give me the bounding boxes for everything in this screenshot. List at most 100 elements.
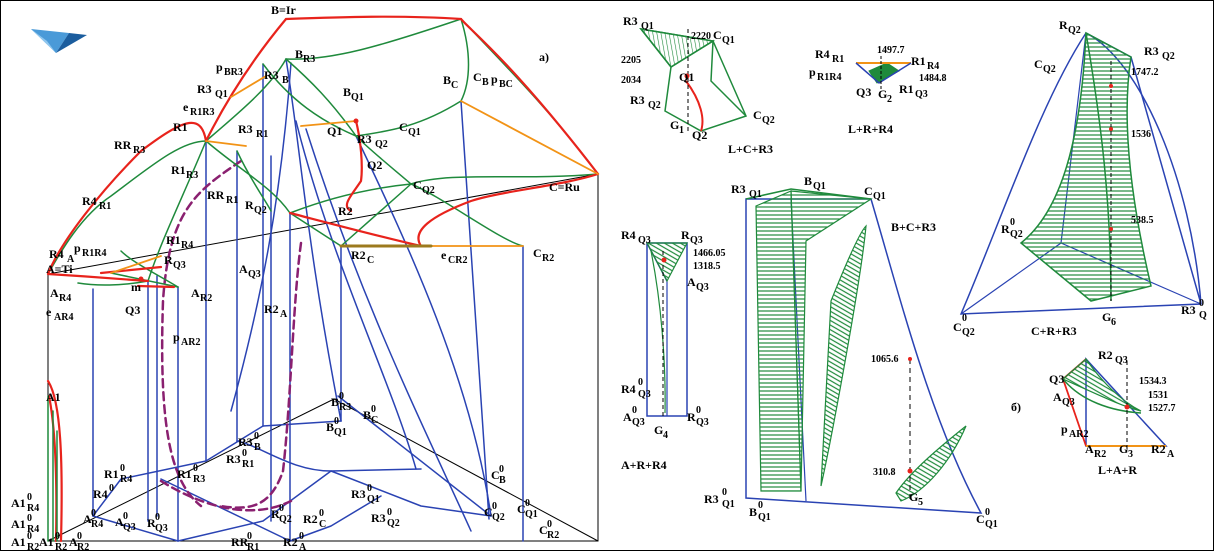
svg-text:R3: R3 [623,14,638,28]
svg-text:R: R [1059,18,1068,32]
svg-text:0: 0 [91,508,96,519]
svg-text:Q3: Q3 [1062,397,1075,408]
svg-text:B: B [295,47,303,61]
svg-text:R3: R3 [238,122,253,136]
svg-text:R3: R3 [226,452,241,466]
svg-text:Q1: Q1 [813,181,826,192]
svg-text:1497.7: 1497.7 [877,45,905,56]
svg-text:G: G [654,423,663,437]
svg-text:R1: R1 [104,467,119,481]
svg-text:B: B [331,395,339,409]
panel-label-a: a) [539,50,549,64]
svg-text:1531: 1531 [1148,390,1168,401]
svg-text:310.8: 310.8 [873,467,896,478]
svg-text:Q3: Q3 [696,282,709,293]
svg-text:Q2: Q2 [279,514,292,525]
svg-text:0: 0 [27,513,32,524]
svg-text:2205: 2205 [621,55,641,66]
svg-text:C: C [517,502,526,516]
svg-text:1484.8: 1484.8 [919,73,947,84]
svg-text:RR: RR [231,535,249,549]
main-prism [46,15,600,543]
svg-text:A: A [67,254,75,265]
svg-text:0: 0 [758,500,763,511]
svg-text:0: 0 [722,487,727,498]
svg-text:R2: R2 [77,542,89,550]
svg-text:R4: R4 [93,487,108,501]
svg-text:R3: R3 [186,170,198,181]
svg-text:0: 0 [77,531,82,542]
svg-text:1747.2: 1747.2 [1131,67,1159,78]
svg-text:0: 0 [27,492,32,503]
svg-text:R3: R3 [371,511,386,525]
svg-text:Q2: Q2 [422,185,435,196]
caption-lrr4: L+R+R4 [848,122,893,136]
svg-text:R4: R4 [27,524,39,535]
svg-text:R3: R3 [630,93,645,107]
svg-text:1466.05: 1466.05 [693,248,726,259]
svg-text:R3: R3 [303,54,315,65]
svg-text:R3: R3 [1181,303,1196,317]
svg-text:R2: R2 [264,302,279,316]
svg-text:RR: RR [114,138,132,152]
svg-text:Q1: Q1 [215,89,228,100]
prism-frame [47,173,599,542]
svg-text:R: R [1001,222,1010,236]
svg-text:B: B [343,85,351,99]
svg-text:0: 0 [371,404,376,415]
svg-text:0: 0 [492,501,497,512]
svg-text:R1R4: R1R4 [817,72,841,83]
svg-text:0: 0 [547,519,552,530]
svg-text:0: 0 [55,531,60,542]
svg-text:AR2: AR2 [181,337,200,348]
svg-text:0: 0 [242,448,247,459]
svg-text:1534.3: 1534.3 [1139,376,1167,387]
svg-text:B: B [482,77,489,88]
svg-text:R3: R3 [731,182,746,196]
svg-text:Q2: Q2 [387,518,400,529]
svg-text:Q1: Q1 [758,512,771,523]
svg-text:R4: R4 [91,519,103,530]
svg-text:B: B [282,75,289,86]
svg-text:0: 0 [27,531,32,542]
label-a-ti: A=Ti [46,262,73,276]
svg-text:C: C [367,255,374,266]
svg-text:R3: R3 [133,145,145,156]
svg-text:A1: A1 [11,517,26,531]
svg-text:R2: R2 [542,253,554,264]
svg-text:R4: R4 [120,474,132,485]
svg-text:A: A [280,309,288,320]
svg-text:C: C [451,80,458,91]
svg-text:C: C [473,70,482,84]
svg-text:2034: 2034 [621,75,641,86]
svg-text:p: p [809,65,816,79]
svg-text:R3: R3 [193,474,205,485]
svg-text:Q3: Q3 [1115,355,1128,366]
svg-text:p: p [1061,422,1068,436]
svg-text:A: A [299,542,307,550]
label-m: m [131,280,141,294]
svg-text:Q3: Q3 [155,523,168,534]
svg-text:e: e [46,305,52,319]
svg-text:C: C [399,120,408,134]
